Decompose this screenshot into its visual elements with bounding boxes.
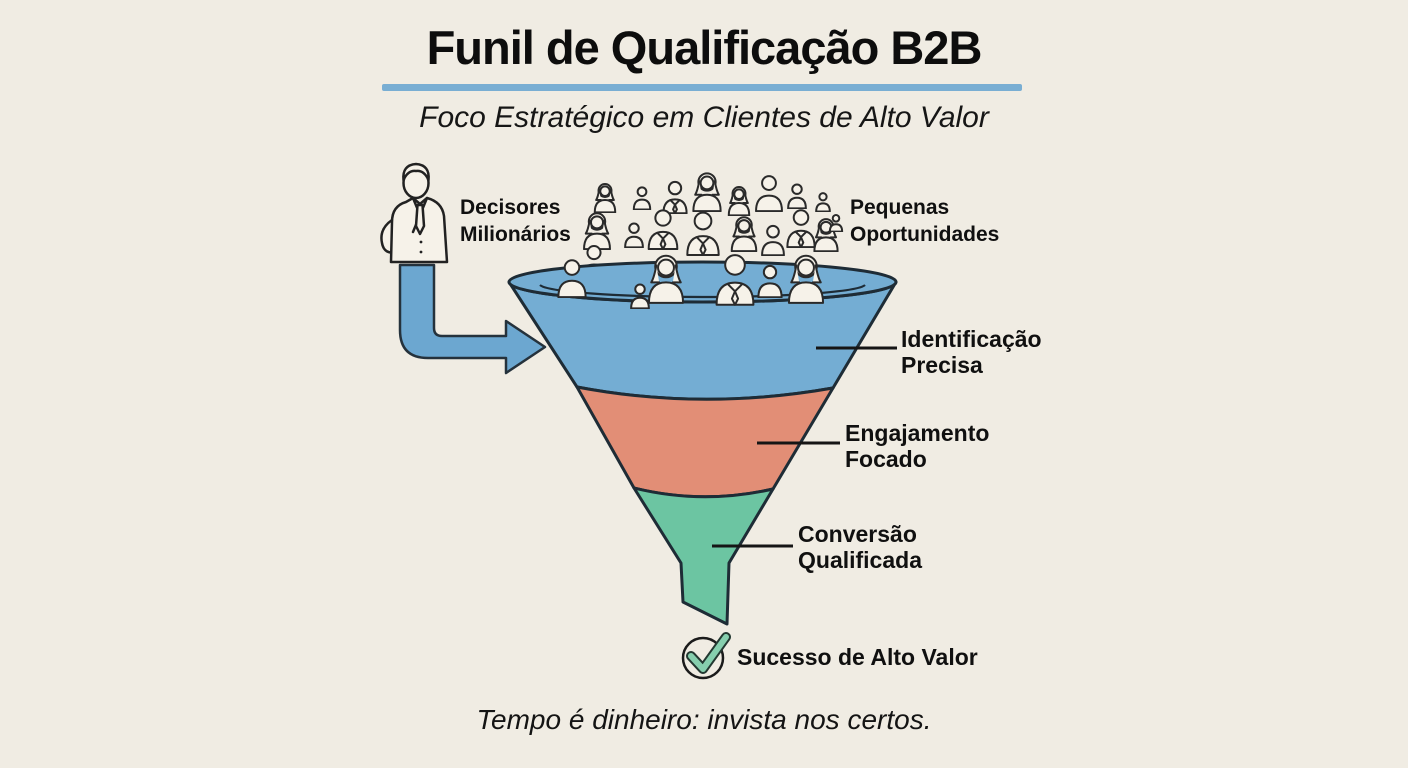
person-icon: [786, 209, 816, 248]
person-icon: [787, 183, 807, 209]
person-icon: [815, 192, 831, 212]
person-icon: [755, 175, 783, 212]
page-subtitle: Foco Estratégico em Clientes de Alto Val…: [419, 101, 989, 134]
label-pequenas-oportunidades: Pequenas Oportunidades: [850, 196, 1000, 246]
footer-caption: Tempo é dinheiro: invista nos certos.: [476, 704, 932, 735]
funnel-stage-conversao-shape: [632, 486, 775, 626]
person-icon: [633, 186, 651, 210]
page-title: Funil de Qualificação B2B: [426, 21, 983, 74]
label-stage-identificacao: Identificação Precisa: [901, 326, 1042, 378]
person-icon: [692, 172, 722, 212]
person-icon: [686, 211, 720, 256]
curved-arrow-icon: [398, 263, 547, 375]
label-connector-lines: [712, 346, 897, 548]
label-sucesso-alto-valor: Sucesso de Alto Valor: [737, 644, 978, 670]
label-stage-engajamento: Engajamento Focado: [845, 420, 990, 472]
person-icon: [594, 183, 616, 213]
person-icon: [662, 181, 688, 214]
check-circle-icon: [681, 632, 731, 680]
person-icon: [730, 216, 758, 252]
person-icon: [624, 222, 644, 248]
funnel-graphic: [507, 260, 898, 626]
person-icon: [728, 186, 750, 216]
businessman-icon: [380, 162, 449, 264]
label-decisores-milionarios: Decisores Milionários: [460, 196, 571, 246]
title-underline-bar: [382, 84, 1022, 91]
person-icon: [647, 209, 679, 250]
person-icon: [761, 225, 785, 256]
label-stage-conversao: Conversão Qualificada: [798, 521, 922, 573]
